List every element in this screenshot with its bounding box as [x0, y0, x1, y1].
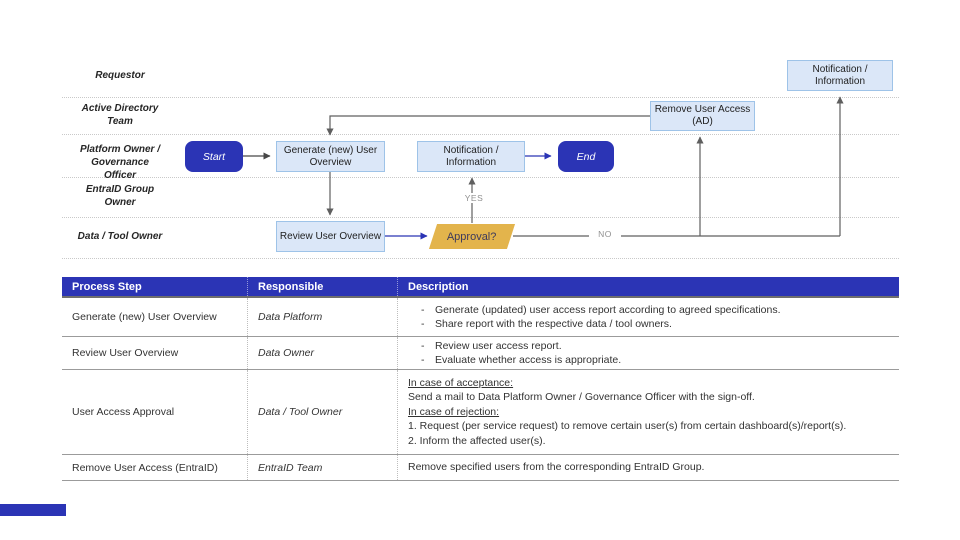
flow-node-start: Start [185, 141, 243, 172]
cell-process-step: Remove User Access (EntraID) [72, 461, 218, 474]
bullet-marker: - [421, 318, 425, 330]
table-row: Remove User Access (EntraID) EntraID Team… [62, 455, 899, 481]
description-line: -Generate (updated) user access report a… [408, 303, 891, 318]
flow-node-notification-platform: Notification / Information [417, 141, 525, 172]
bullet-text: Evaluate whether access is appropriate. [435, 354, 622, 366]
table-row: Generate (new) User Overview Data Platfor… [62, 298, 899, 337]
lane-divider [62, 97, 899, 98]
cell-responsible: Data / Tool Owner [247, 370, 397, 454]
lane-divider [62, 177, 899, 178]
description-line: 1. Request (per service request) to remo… [408, 420, 847, 433]
cell-responsible: Data Owner [247, 337, 397, 369]
description-line: In case of acceptance: [408, 376, 514, 389]
cell-process-step: Generate (new) User Overview [72, 311, 217, 323]
column-header-process-step: Process Step [72, 280, 142, 293]
cell-description: -Generate (updated) user access report a… [397, 298, 899, 336]
description-line: In case of rejection: [408, 405, 500, 418]
flow-node-generate-user-overview: Generate (new) User Overview [276, 141, 385, 172]
lane-divider [62, 217, 899, 218]
flow-node-remove-user-access-ad: Remove User Access (AD) [650, 101, 755, 131]
lane-label-requestor: Requestor [95, 70, 145, 81]
bullet-marker: - [421, 339, 425, 352]
cell-description: -Review user access report.-Evaluate whe… [397, 337, 899, 369]
flow-node-end: End [558, 141, 614, 172]
approval-label: Approval? [447, 230, 497, 243]
cell-description: Remove specified users from the correspo… [397, 455, 899, 480]
cell-process-step: User Access Approval [72, 406, 175, 418]
bullet-text: Review user access report. [435, 339, 562, 352]
edge-label-yes: YES [458, 193, 490, 203]
bullet-text: Generate (updated) user access report ac… [435, 303, 781, 316]
flow-node-review-user-overview: Review User Overview [276, 221, 385, 252]
cell-process-step: Review User Overview [72, 347, 179, 359]
edge-label-no: NO [589, 229, 621, 239]
lane-label-data-tool-owner: Data / Tool Owner [77, 231, 163, 242]
description-line: -Evaluate whether access is appropriate. [408, 353, 891, 368]
description-line: -Review user access report. [408, 339, 891, 354]
lane-divider [62, 258, 899, 259]
lane-label-platform-owner: Platform Owner / Governance Officer [79, 144, 160, 181]
process-table: Process Step Responsible Description Gen… [62, 277, 899, 481]
flow-node-approval-decision: Approval? [428, 224, 516, 249]
description-line: Send a mail to Data Platform Owner / Gov… [408, 391, 755, 404]
bullet-marker: - [421, 354, 425, 366]
cell-responsible: Data Platform [247, 298, 397, 336]
flow-node-notification-requestor: Notification / Information [787, 60, 893, 91]
cell-description: In case of acceptance: Send a mail to Dat… [397, 370, 899, 454]
table-body: Generate (new) User Overview Data Platfor… [62, 298, 899, 481]
lane-label-active-directory: Active Directory Team [81, 103, 159, 127]
column-header-responsible: Responsible [247, 277, 397, 296]
description-line: -Share report with the respective data /… [408, 317, 891, 332]
lane-label-entraid-owner: EntraID Group Owner [85, 184, 155, 208]
column-header-description: Description [397, 277, 899, 296]
lane-divider [62, 134, 899, 135]
bullet-marker: - [421, 303, 425, 316]
table-header-row: Process Step Responsible Description [62, 277, 899, 298]
description-line: Remove specified users from the correspo… [408, 461, 705, 474]
bullet-text: Share report with the respective data / … [435, 318, 672, 330]
cell-responsible: EntraID Team [247, 455, 397, 480]
description-line: 2. Inform the affected user(s). [408, 434, 546, 447]
slide-accent-bar [0, 504, 66, 516]
